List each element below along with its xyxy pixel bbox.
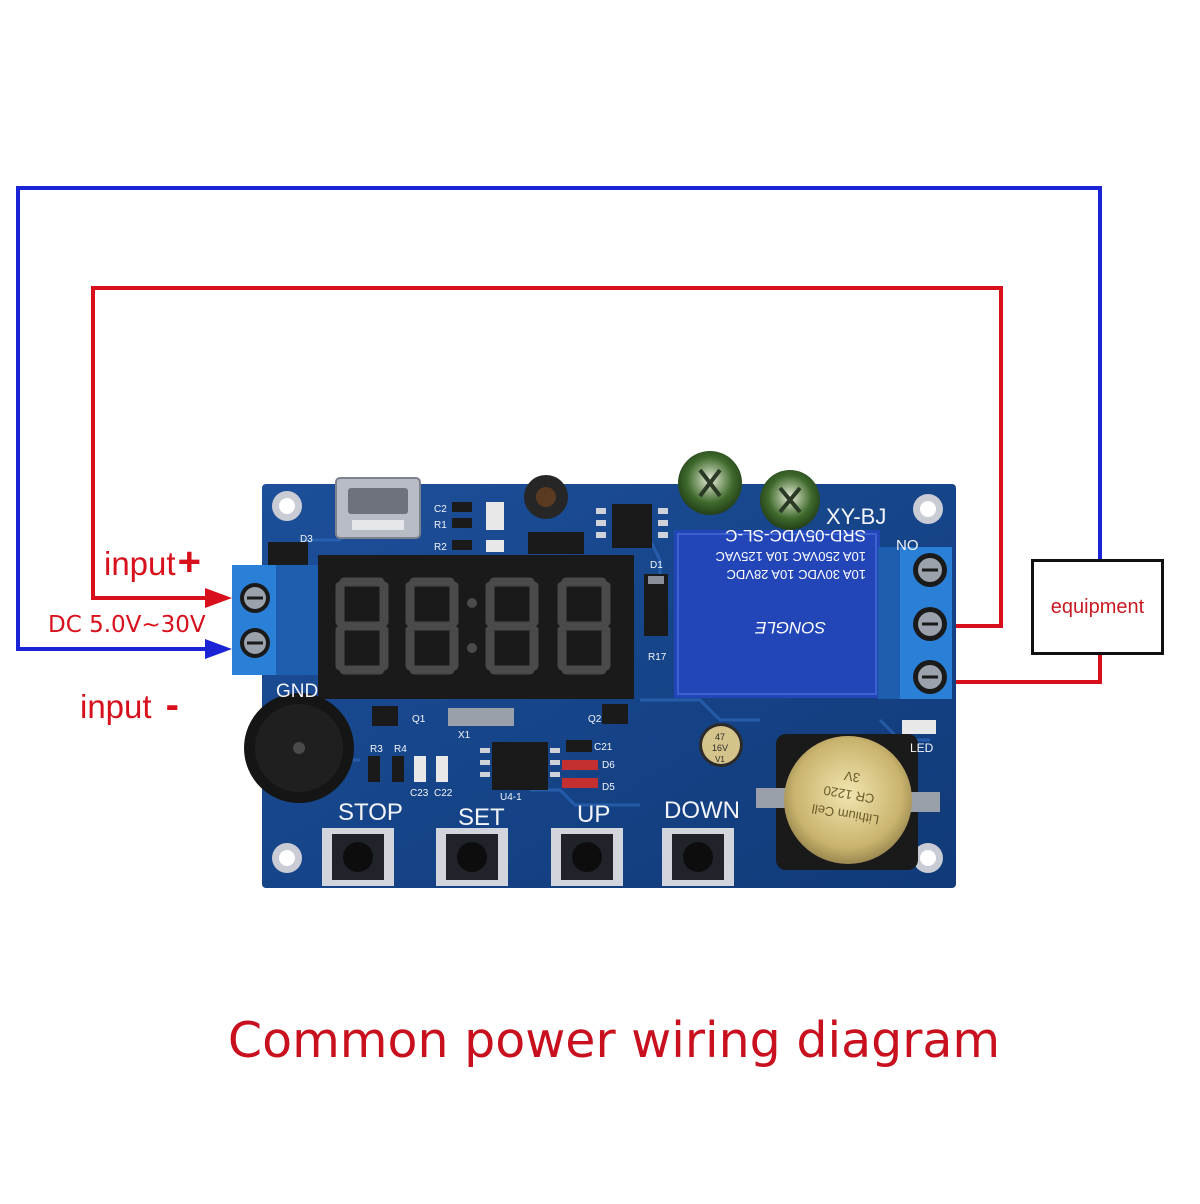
component-label: X1 (458, 730, 471, 741)
board-model-label: XY-BJ (826, 504, 886, 529)
blue-negative-wire (16, 186, 1102, 651)
component-label: R4 (394, 744, 407, 755)
component-label: Q2 (588, 714, 602, 725)
blue-wire-arrowhead (205, 639, 232, 659)
down-button (662, 828, 734, 886)
set-button (436, 828, 508, 886)
capacitor-value: 47 (715, 732, 725, 742)
component-label: D5 (602, 782, 615, 793)
input-minus-label: input- (80, 683, 179, 728)
relay-model-text: SRD-05VDC-SL-C (725, 526, 866, 545)
red-positive-wire (91, 286, 1003, 628)
red-equipment-wire (955, 655, 1102, 684)
relay (674, 530, 880, 698)
up-label: UP (577, 801, 610, 828)
input-plus-label: input+ (104, 540, 201, 585)
equipment-box: equipment (1031, 559, 1164, 655)
component-label: D1 (650, 560, 663, 571)
input-terminal-block (232, 565, 320, 675)
small-capacitor (699, 723, 743, 767)
component-label: C22 (434, 788, 453, 799)
component-label: R2 (434, 542, 447, 553)
electrolytic-capacitor (760, 470, 820, 530)
component-label: C23 (410, 788, 429, 799)
seven-segment-display (318, 555, 634, 699)
component-label: R3 (370, 744, 383, 755)
mounting-hole (913, 843, 943, 873)
stop-label: STOP (338, 799, 403, 826)
diode-d1 (644, 574, 668, 636)
voltage-label: DC 5.0V~30V (48, 612, 206, 638)
set-label: SET (458, 804, 505, 831)
diagram-caption: Common power wiring diagram (227, 1012, 1001, 1069)
smd-components (268, 502, 668, 568)
electrolytic-capacitor (678, 451, 742, 515)
mounting-hole (272, 843, 302, 873)
relay-terminal-label: NO (896, 537, 919, 554)
component-label: Q1 (412, 714, 426, 725)
inductor (524, 475, 568, 519)
up-button (551, 828, 623, 886)
relay-rating-text: 10A 30VDC 10A 28VDC (727, 567, 866, 582)
relay-brand-text: SONGLE (754, 618, 826, 637)
input-plus-text: input (104, 545, 176, 582)
component-label: R1 (434, 520, 447, 531)
mounting-hole (272, 491, 302, 521)
smd-components-middle (368, 704, 936, 790)
display-digits (335, 577, 611, 675)
coin-battery-holder (756, 734, 940, 870)
push-buttons (322, 828, 734, 886)
equipment-label: equipment (1050, 595, 1145, 618)
buzzer (244, 693, 354, 803)
stop-button (322, 828, 394, 886)
component-label: U4-1 (500, 792, 522, 803)
down-label: DOWN (664, 797, 740, 824)
minus-sign: - (165, 683, 179, 727)
capacitor-series: V1 (715, 755, 725, 764)
component-label: R17 (648, 652, 667, 663)
component-label: D6 (602, 760, 615, 771)
micro-usb-port (335, 477, 421, 539)
gnd-label: GND (276, 681, 318, 702)
relay-rating-text: 10A 250VAC 10A 125VAC (715, 549, 866, 564)
component-label: C2 (434, 504, 447, 515)
battery-voltage: 3V (843, 768, 862, 786)
input-minus-text: input (80, 688, 152, 725)
led-label: LED (910, 741, 934, 755)
output-terminal-block (878, 547, 952, 699)
component-label: C21 (594, 742, 613, 753)
red-wire-arrowhead (205, 588, 232, 608)
plus-sign: + (177, 540, 201, 584)
mounting-hole (913, 494, 943, 524)
component-label: D3 (300, 534, 313, 545)
capacitor-voltage: 16V (712, 743, 728, 753)
